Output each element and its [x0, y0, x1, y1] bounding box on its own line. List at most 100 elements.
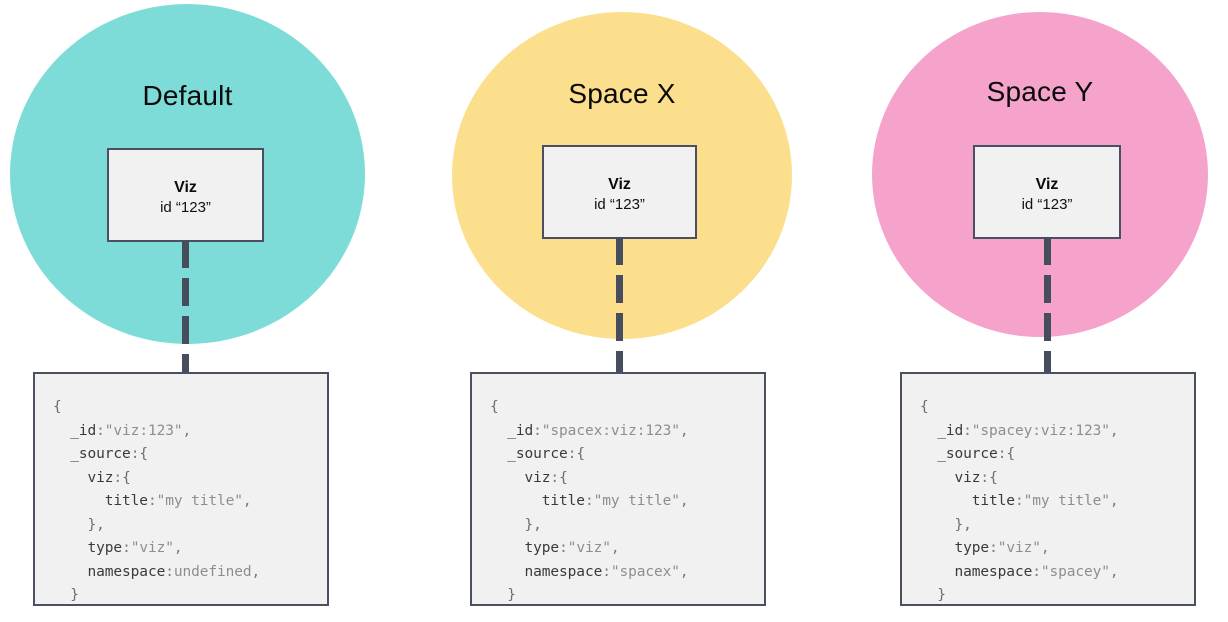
code-value-type: "viz" [997, 540, 1041, 556]
code-value-namespace: "spacex" [610, 563, 680, 580]
viz-node-title: Viz [608, 176, 631, 193]
code-open-brace: { [139, 446, 148, 462]
code-close-brace: } [937, 587, 946, 603]
code-close-brace: } [70, 587, 79, 603]
code-text-default: { _id:"viz:123", _source:{ viz:{ title:"… [35, 374, 327, 604]
space-title-default: Default [142, 80, 233, 111]
viz-node-spacey: Viz id “123” [973, 145, 1121, 239]
dashed-connector-spacey [1044, 237, 1051, 374]
space-title-spacey: Space Y [986, 76, 1094, 107]
viz-node-id: id “123” [160, 199, 211, 216]
code-colon: : [567, 446, 577, 462]
code-close-brace: } [507, 587, 516, 603]
code-open-brace: { [559, 469, 568, 486]
code-colon: : [559, 540, 568, 556]
code-comma: , [1040, 540, 1050, 556]
code-close-brace-comma: }, [524, 516, 542, 533]
code-key-id: _id [937, 422, 964, 439]
code-key-viz: viz [524, 469, 551, 486]
space-column-spacey: Space Y Viz id “123” { _id:"spacey:viz:1… [860, 0, 1220, 622]
code-key-title: title [971, 493, 1015, 509]
code-key-namespace: namespace [954, 563, 1033, 580]
code-value-title: "my title" [156, 493, 243, 509]
code-open-brace: { [490, 399, 499, 415]
code-key-source: _source [937, 446, 998, 462]
code-open-brace: { [1006, 446, 1015, 462]
code-colon: : [584, 493, 594, 509]
code-key-viz: viz [87, 469, 114, 486]
code-value-id: "viz:123" [104, 422, 183, 439]
code-open-brace: { [53, 399, 62, 415]
viz-node-title: Viz [1035, 176, 1059, 193]
code-comma: , [1109, 422, 1119, 439]
code-value-title: "my title" [593, 493, 680, 509]
code-colon: : [96, 422, 105, 439]
code-comma: , [610, 540, 620, 556]
dashed-connector-default [182, 240, 189, 374]
code-comma: , [679, 563, 689, 580]
code-comma: , [1109, 563, 1119, 580]
viz-node-id: id “123” [1021, 196, 1073, 213]
code-key-source: _source [507, 446, 568, 462]
viz-node-id: id “123” [594, 196, 645, 213]
code-key-namespace: namespace [87, 563, 166, 580]
code-colon: : [602, 563, 611, 580]
code-colon: : [113, 469, 123, 486]
code-block-spacex: { _id:"spacex:viz:123", _source:{ viz:{ … [470, 372, 766, 606]
code-colon: : [1032, 563, 1041, 580]
code-key-namespace: namespace [524, 563, 603, 580]
code-value-type: "viz" [567, 540, 611, 556]
code-colon: : [989, 540, 998, 556]
code-value-id: "spacey:viz:123" [971, 422, 1110, 439]
code-colon: : [130, 446, 140, 462]
dashed-connector-spacex [616, 237, 623, 374]
code-key-type: type [954, 540, 990, 556]
code-key-source: _source [70, 446, 131, 462]
code-open-brace: { [989, 469, 998, 486]
code-key-id: _id [507, 422, 534, 439]
code-comma: , [251, 563, 261, 580]
code-comma: , [679, 493, 689, 509]
code-colon: : [1014, 493, 1024, 509]
code-value-namespace: "spacey" [1040, 563, 1110, 580]
code-key-viz: viz [954, 469, 981, 486]
code-close-brace-comma: }, [87, 516, 105, 533]
code-text-spacex: { _id:"spacex:viz:123", _source:{ viz:{ … [472, 374, 764, 604]
code-colon: : [165, 563, 174, 580]
code-comma: , [173, 540, 183, 556]
code-block-spacey: { _id:"spacey:viz:123", _source:{ viz:{ … [900, 372, 1196, 606]
code-comma: , [242, 493, 252, 509]
code-open-brace: { [576, 446, 585, 462]
code-key-type: type [524, 540, 560, 556]
code-colon: : [550, 469, 560, 486]
space-title-spacex: Space X [568, 78, 676, 109]
code-colon: : [147, 493, 157, 509]
code-text-spacey: { _id:"spacey:viz:123", _source:{ viz:{ … [902, 374, 1194, 604]
code-key-title: title [104, 493, 148, 509]
viz-node-title: Viz [174, 179, 197, 196]
space-column-spacex: Space X Viz id “123” { _id:"spacex:viz:1… [440, 0, 800, 622]
space-column-default: Default Viz id “123” { _id:"viz:123", _s… [0, 0, 380, 622]
space-circle-spacey: Space Y [872, 12, 1208, 337]
code-key-id: _id [70, 422, 97, 439]
code-block-default: { _id:"viz:123", _source:{ viz:{ title:"… [33, 372, 329, 606]
code-colon: : [980, 469, 990, 486]
code-open-brace: { [920, 399, 929, 415]
code-colon: : [122, 540, 131, 556]
code-comma: , [182, 422, 192, 439]
viz-node-default: Viz id “123” [107, 148, 264, 242]
code-close-brace-comma: }, [954, 516, 972, 533]
code-key-type: type [87, 540, 123, 556]
code-value-type: "viz" [130, 540, 174, 556]
code-comma: , [679, 422, 689, 439]
code-value-namespace: undefined [173, 563, 252, 580]
code-open-brace: { [122, 469, 131, 486]
code-value-id: "spacex:viz:123" [541, 422, 680, 439]
code-colon: : [963, 422, 972, 439]
code-comma: , [1109, 493, 1119, 509]
code-key-title: title [541, 493, 585, 509]
code-value-title: "my title" [1023, 493, 1110, 509]
code-colon: : [533, 422, 542, 439]
code-colon: : [997, 446, 1007, 462]
